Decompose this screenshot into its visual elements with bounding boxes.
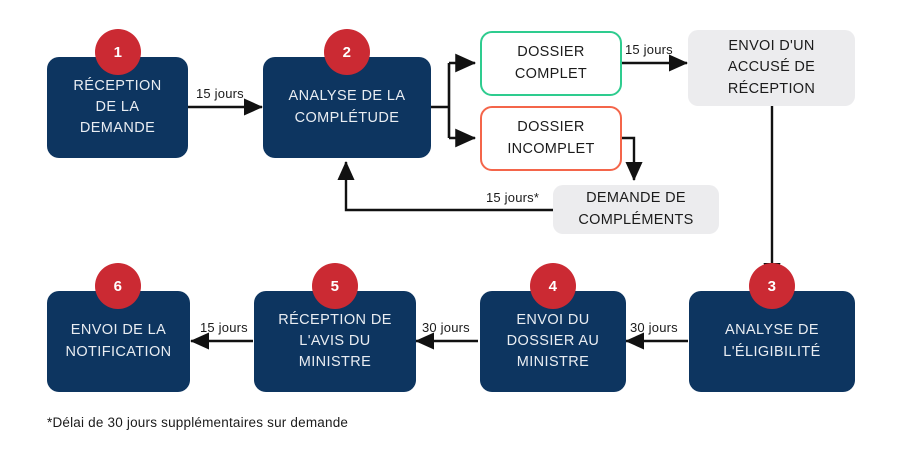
step-badge-2: 2 bbox=[324, 29, 370, 75]
node-reception-demande-line-1: RÉCEPTION bbox=[73, 77, 162, 94]
node-analyse-completude-line-1: ANALYSE DE LA bbox=[288, 88, 406, 105]
node-envoi-dossier-ministre-line-2: DOSSIER AU bbox=[506, 332, 600, 349]
step-badge-5: 5 bbox=[312, 263, 358, 309]
node-dossier-complet-line-1: DOSSIER bbox=[517, 44, 585, 61]
step-badge-6: 6 bbox=[95, 263, 141, 309]
node-dossier-complet-line-2: COMPLET bbox=[514, 65, 588, 82]
node-dossier-incomplet-line-2: INCOMPLET bbox=[507, 140, 595, 157]
node-analyse-eligibilite-line-2: L'ÉLIGIBILITÉ bbox=[723, 343, 821, 360]
node-demande-complements-line-2: COMPLÉMENTS bbox=[578, 211, 694, 228]
node-reception-avis-ministre-line-1: RÉCEPTION DE bbox=[278, 311, 392, 328]
step-badge-4-number: 4 bbox=[548, 277, 558, 295]
step-badge-1: 1 bbox=[95, 29, 141, 75]
edge-label-eligibilite-to-envoi-dossier: 30 jours bbox=[630, 320, 678, 335]
node-reception-demande-line-2: DE LA bbox=[95, 98, 140, 115]
edge-label-reception-avis-to-notification: 15 jours bbox=[200, 320, 248, 335]
step-badge-6-number: 6 bbox=[113, 277, 123, 295]
edge-label-complements-to-analyse: 15 jours* bbox=[486, 190, 540, 205]
node-envoi-notification-line-2: NOTIFICATION bbox=[65, 343, 172, 360]
node-dossier-complet[interactable]: DOSSIER COMPLET bbox=[480, 31, 622, 96]
node-dossier-incomplet-line-1: DOSSIER bbox=[517, 119, 585, 136]
node-envoi-notification[interactable]: ENVOI DE LA NOTIFICATION bbox=[47, 291, 190, 392]
step-badge-2-number: 2 bbox=[342, 43, 352, 61]
node-envoi-dossier-ministre-line-1: ENVOI DU bbox=[516, 311, 590, 328]
step-badge-4: 4 bbox=[530, 263, 576, 309]
node-envoi-accuse-reception-line-1: ENVOI D'UN bbox=[728, 38, 815, 55]
edge-analyse-branch bbox=[430, 53, 477, 148]
step-badge-1-number: 1 bbox=[113, 43, 123, 61]
node-dossier-incomplet[interactable]: DOSSIER INCOMPLET bbox=[480, 106, 622, 171]
footnote-delai: *Délai de 30 jours supplémentaires sur d… bbox=[47, 415, 349, 430]
node-envoi-dossier-ministre-line-3: MINISTRE bbox=[516, 354, 590, 370]
node-envoi-notification-line-1: ENVOI DE LA bbox=[70, 322, 167, 339]
edge-incomplet-to-complements bbox=[622, 136, 643, 181]
edge-label-envoi-dossier-to-reception-avis: 30 jours bbox=[422, 320, 470, 335]
node-analyse-eligibilite-line-1: ANALYSE DE bbox=[725, 322, 819, 339]
node-demande-complements-line-1: DEMANDE DE bbox=[586, 190, 686, 207]
node-analyse-completude-line-2: COMPLÉTUDE bbox=[294, 109, 400, 126]
node-reception-avis-ministre-line-3: MINISTRE bbox=[298, 354, 372, 370]
step-badge-3-number: 3 bbox=[767, 277, 777, 295]
edge-label-reception-to-analyse: 15 jours bbox=[196, 86, 244, 101]
edge-label-complet-to-accuse: 15 jours bbox=[625, 42, 673, 57]
node-envoi-accuse-reception-line-3: RÉCEPTION bbox=[727, 80, 816, 97]
node-envoi-accuse-reception-line-2: ACCUSÉ DE bbox=[727, 59, 816, 76]
node-reception-avis-ministre-line-2: L'AVIS DU bbox=[299, 332, 371, 349]
node-reception-avis-ministre[interactable]: RÉCEPTION DE L'AVIS DU MINISTRE bbox=[254, 291, 416, 392]
node-reception-demande-line-3: DEMANDE bbox=[79, 120, 156, 136]
node-demande-complements[interactable]: DEMANDE DE COMPLÉMENTS bbox=[553, 185, 719, 234]
step-badge-3: 3 bbox=[749, 263, 795, 309]
step-badge-5-number: 5 bbox=[330, 277, 340, 295]
node-envoi-accuse-reception[interactable]: ENVOI D'UN ACCUSÉ DE RÉCEPTION bbox=[688, 30, 855, 106]
